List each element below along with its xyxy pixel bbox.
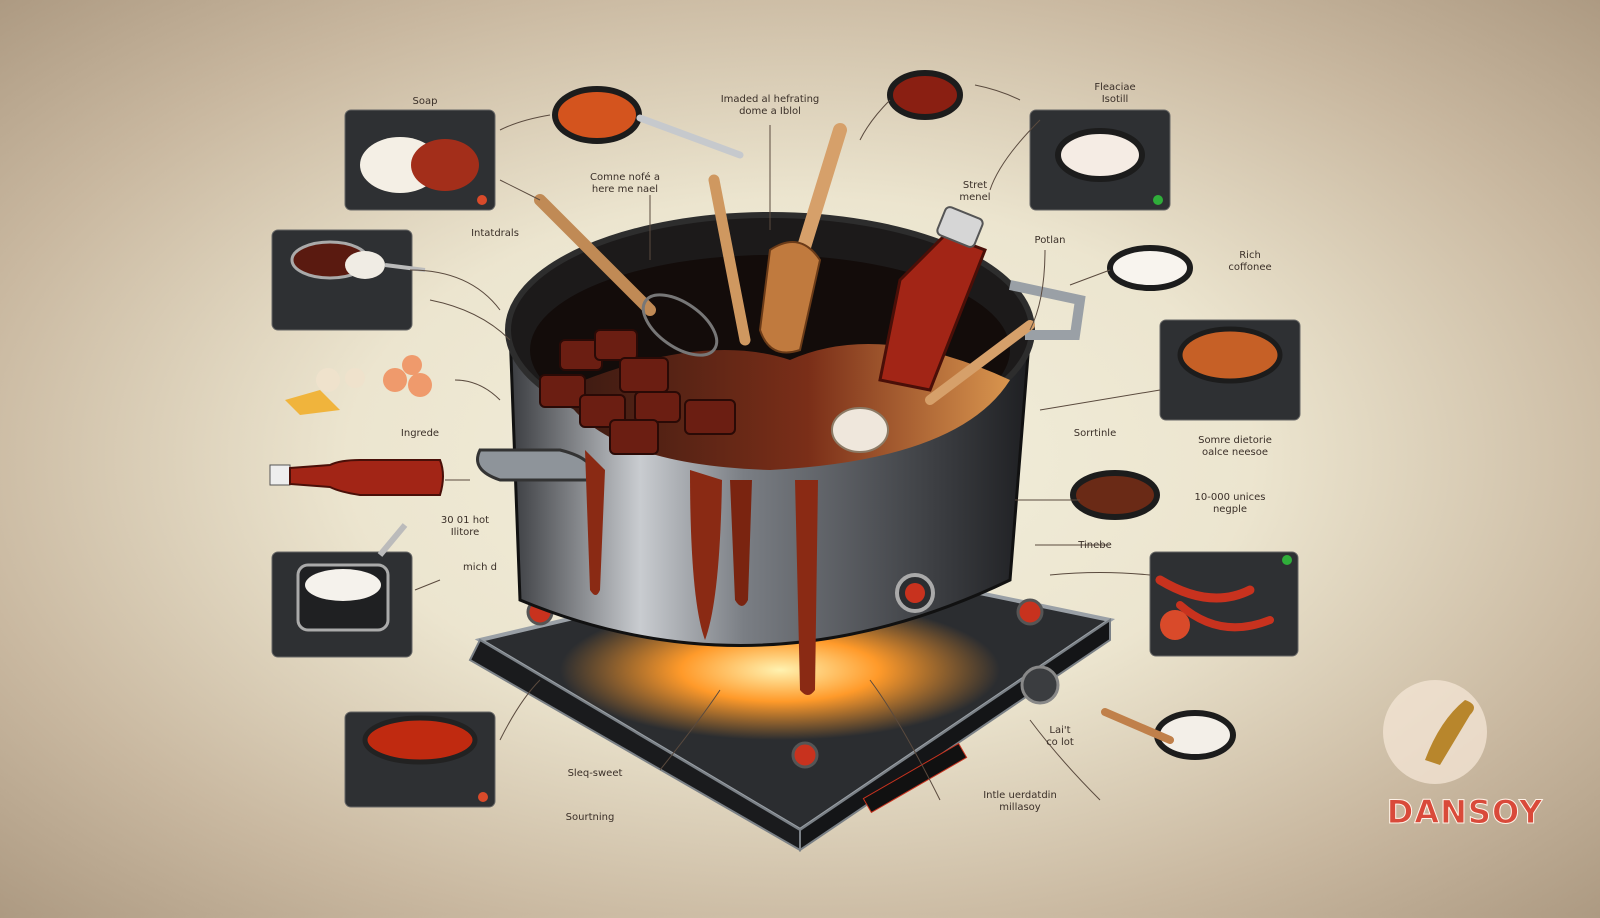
dansoy-logo-text: DANSOY: [1386, 793, 1544, 832]
pot-handle-right: [1008, 280, 1086, 340]
panel-chili-peppers: [1149, 551, 1299, 657]
pot-dial-light: [905, 583, 925, 603]
panel-salt-spice: [344, 109, 496, 211]
dansoy-logo: [1383, 680, 1487, 784]
whisk: [534, 194, 719, 357]
stove-knob-red[interactable]: [791, 741, 819, 769]
label-sweet: Sleq-sweet: [567, 768, 623, 779]
label-come-note: Comne nofé a here me nael: [590, 172, 660, 195]
label-invert: Intle uerdatdin millasoy: [983, 790, 1057, 813]
panel-cream: [1029, 109, 1171, 211]
cooking-pot: [476, 123, 1086, 695]
stove-dial[interactable]: [1020, 665, 1060, 705]
ramekin-top: [887, 70, 963, 120]
label-some-dietorie: Somre dietorie oalce neesoe: [1198, 435, 1272, 458]
label-range: 10-000 unices negple: [1194, 492, 1266, 515]
garlic-in-pot: [831, 407, 889, 453]
ramekin-brown-sauce: [1070, 470, 1160, 520]
label-tinebe: Tinebe: [1078, 540, 1112, 551]
panel-beans-rice: [271, 229, 426, 331]
beef-chunks: [539, 329, 736, 455]
label-street: Stret menel: [959, 180, 991, 203]
label-rich-d: mich d: [463, 562, 497, 573]
label-sorting: Sourtning: [565, 812, 615, 823]
saucepan-top: [552, 86, 744, 159]
wooden-spatula: [758, 123, 847, 354]
garlic-onion-cluster: [285, 355, 432, 415]
pheasant-icon: [1425, 700, 1474, 765]
wooden-stick: [925, 320, 1035, 405]
label-sortinle: Sorrtinle: [1073, 428, 1117, 439]
panel-beans: [1159, 319, 1301, 421]
label-rich: Rich coffonee: [1228, 250, 1272, 273]
hot-sauce-bottle: [269, 459, 444, 496]
label-portion: Potlan: [1034, 235, 1066, 246]
wooden-spoon: [708, 174, 751, 346]
hot-sauce-bottle-in-pot: [878, 206, 987, 392]
label-left-out: Lai't co lot: [1046, 725, 1074, 748]
panel-white-powder: [271, 523, 413, 658]
label-soap: Soap: [412, 96, 438, 107]
pot-handle-left: [476, 448, 594, 482]
stove-display: [862, 742, 968, 814]
panel-red-sauce: [344, 711, 496, 808]
salt-pan: [1101, 708, 1236, 760]
label-hot-line: 30 01 hot Ilitore: [440, 515, 490, 538]
label-top-right: Fleaciae Isotill: [1094, 82, 1136, 105]
label-ingrede: Ingrede: [400, 428, 440, 439]
leader-lines: [409, 84, 1161, 801]
ramekin-milk: [1107, 245, 1193, 291]
label-top-center: Imaded al hefrating dome a Iblol: [720, 94, 820, 117]
stove-knob-red[interactable]: [1016, 598, 1044, 626]
label-ingredients: Intatdrals: [471, 228, 519, 239]
